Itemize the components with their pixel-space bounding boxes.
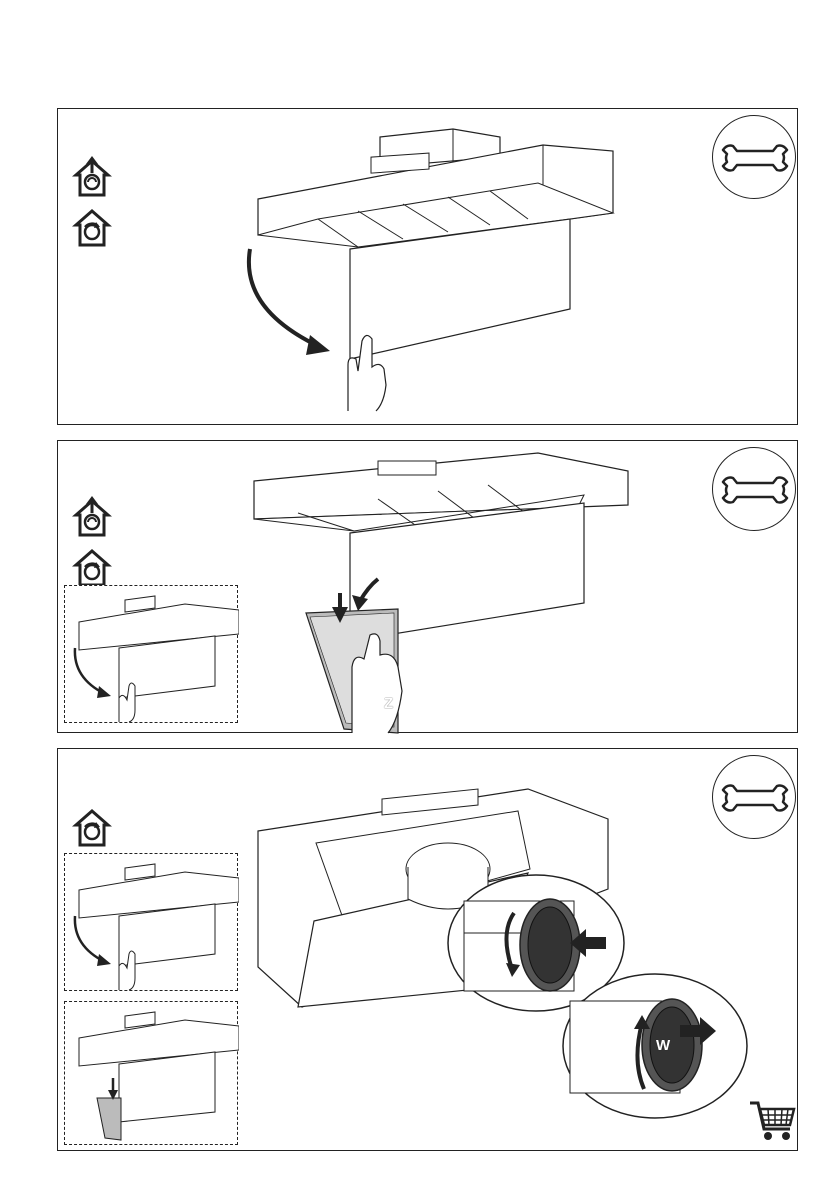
wrench-icon [712, 755, 796, 839]
zoom-filter-remove [560, 971, 750, 1121]
filter-letter: Z [384, 695, 393, 712]
filter-letter: W [656, 1037, 670, 1054]
wrench-icon [712, 115, 796, 199]
hood-illustration [58, 109, 799, 426]
step-3-panel: W [57, 748, 798, 1151]
step-2-panel: Z [57, 440, 798, 733]
filter-removal-illustration [58, 441, 799, 734]
wrench-icon [712, 447, 796, 531]
step-1-panel [57, 108, 798, 425]
shopping-cart-icon [748, 1099, 796, 1143]
